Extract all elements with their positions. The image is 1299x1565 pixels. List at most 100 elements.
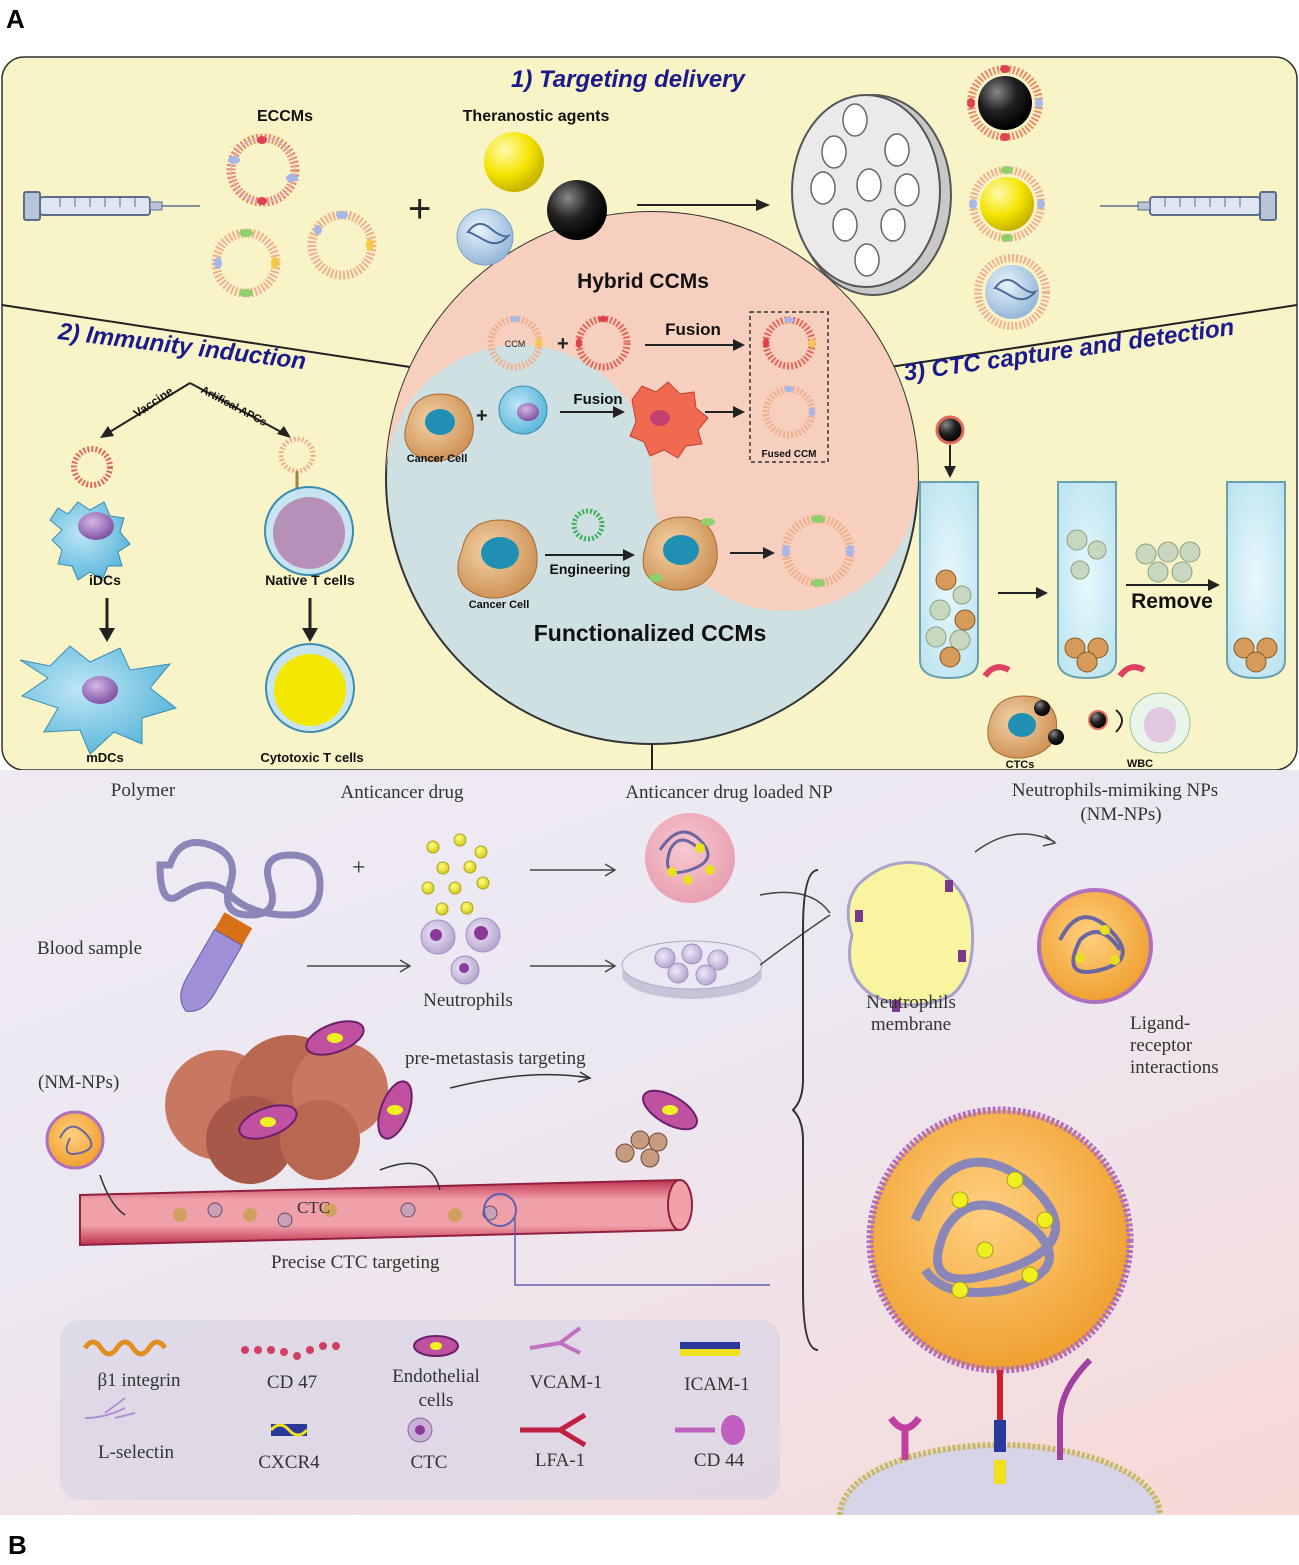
neutrophils-membrane-icon <box>846 861 975 1012</box>
drug-loaded-np-icon <box>645 813 735 903</box>
wbc-icon <box>1129 692 1191 754</box>
removed-wbc-icon <box>1135 541 1201 583</box>
receptor-icons <box>888 1357 1093 1484</box>
test-tube-icon <box>919 481 979 680</box>
cancer-cell-label-2: Cancer Cell <box>469 599 530 611</box>
cancer-cell-icon <box>404 393 474 462</box>
fused-ccm-label: Fused CCM <box>762 449 817 460</box>
polymer-label: Polymer <box>110 780 176 801</box>
ctc-captured-icon <box>987 695 1064 759</box>
coated-polymer-np-icon <box>974 254 1050 330</box>
magnet-icon <box>982 664 1011 678</box>
idcs-label: iDCs <box>89 572 121 588</box>
blood-sample-tube-icon <box>180 912 253 1012</box>
neutrophils-membrane-label-2: membrane <box>870 1014 952 1035</box>
eccm-vesicle-icon <box>226 133 300 207</box>
dendritic-cell-icon <box>498 385 548 435</box>
legend-ctc: CTC <box>410 1452 448 1473</box>
fused-vesicle-icon <box>762 385 816 439</box>
nm-nps-title-1: Neutrophils-mimiking NPs <box>1011 780 1219 801</box>
legend-cd47: CD 47 <box>266 1372 318 1393</box>
functionalized-vesicle-icon <box>781 514 855 588</box>
panel-b-label: B <box>8 1530 27 1560</box>
coated-yellow-np-icon <box>969 166 1045 242</box>
plus-label: + <box>352 855 366 881</box>
fused-ccm-box <box>749 311 829 463</box>
red-vesicle-icon <box>575 315 631 371</box>
mdc-cell-icon <box>19 645 178 755</box>
zoom-brace <box>791 869 819 1351</box>
precise-ctc-label: Precise CTC targeting <box>271 1252 440 1273</box>
svg-text:+: + <box>476 405 488 427</box>
blood-vessel-icon <box>79 1178 693 1247</box>
ligand-label-1: Ligand- <box>1130 1013 1191 1034</box>
legend-box <box>60 1320 780 1500</box>
theranostic-agents-label: Theranostic agents <box>462 108 610 125</box>
large-nm-np-icon <box>866 1106 1134 1430</box>
ligand-label-2: receptor <box>1130 1035 1193 1056</box>
cancer-cell-label-1: Cancer Cell <box>407 453 468 465</box>
zoom-circle <box>483 1193 517 1227</box>
blood-sample-label: Blood sample <box>37 938 143 959</box>
legend-lfa1: LFA-1 <box>534 1450 586 1471</box>
endothelial-cell-icon <box>238 1020 698 1140</box>
targeting-delivery-title: 1) Targeting delivery <box>511 66 745 93</box>
legend-icam1: ICAM-1 <box>684 1374 750 1395</box>
polymer-nanoparticle-icon <box>456 208 514 266</box>
eccms-label: ECCMs <box>256 108 314 125</box>
functionalized-ccms-label: Functionalized CCMs <box>533 620 767 646</box>
yellow-nanoparticle-icon <box>484 132 544 192</box>
legend-icons <box>82 1326 745 1448</box>
panel-a-graphic: + CCM + <box>1 56 1298 770</box>
legend-beta1-integrin: β1 integrin <box>97 1370 181 1391</box>
pre-metastasis-label: pre-metastasis targeting <box>405 1048 586 1069</box>
drug-loaded-np-label: Anticancer drug loaded NP <box>625 782 833 803</box>
legend-cd44: CD 44 <box>693 1450 745 1471</box>
coated-black-np-icon <box>967 65 1043 141</box>
divider-left <box>1 304 411 368</box>
legend-endothelial-cells: Endothelial cells <box>392 1366 480 1411</box>
panel-b-graphic <box>45 813 1163 1515</box>
legend-vcam1: VCAM-1 <box>529 1372 603 1393</box>
legend-l-selectin: L-selectin <box>98 1442 174 1463</box>
magnet-icon <box>1117 664 1146 678</box>
plus-sign: + <box>408 187 431 231</box>
nm-np-icon <box>1037 888 1153 1004</box>
apc-vesicle-icon <box>278 436 316 488</box>
anticancer-drug-icon <box>421 833 490 916</box>
native-t-cell-icon <box>264 486 354 576</box>
engineering-label: Engineering <box>550 561 631 577</box>
neutrophils-label: Neutrophils <box>423 990 513 1011</box>
black-nanoparticle-icon <box>547 180 607 240</box>
engineered-cancer-cell-icon <box>642 516 718 591</box>
eccm-vesicle-icon <box>307 210 377 280</box>
nm-nps-left-label: (NM-NPs) <box>38 1072 120 1093</box>
anticancer-drug-label: Anticancer drug <box>340 782 464 803</box>
panel-a-label: A <box>6 4 25 34</box>
magnetic-np-icon <box>935 415 965 445</box>
fused-vesicle-icon <box>762 316 816 370</box>
remove-label: Remove <box>1131 590 1213 613</box>
engineering-plasmid-icon <box>571 508 605 542</box>
cancer-cell-icon <box>457 519 538 599</box>
ctcs-label: CTCs <box>1006 759 1035 770</box>
legend-cxcr4: CXCR4 <box>258 1452 320 1473</box>
nm-nps-title-2: (NM-NPs) <box>1080 804 1162 825</box>
ccm-vesicle-icon <box>487 315 543 371</box>
eccm-vesicle-icon <box>211 228 281 298</box>
nm-np-small-icon <box>45 1110 105 1170</box>
extruder-membrane-icon <box>791 94 952 296</box>
cytotoxic-t-cell-icon <box>265 643 355 733</box>
divider-right <box>889 304 1298 368</box>
native-t-cells-label: Native T cells <box>265 572 355 588</box>
syringe-left-icon <box>23 191 200 221</box>
ctc-cluster-icon <box>615 1130 668 1168</box>
idc-cell-icon <box>49 501 131 581</box>
neutrophils-membrane-label-1: Neutrophils <box>866 992 956 1013</box>
petri-dish-icon <box>621 940 763 999</box>
fusion-label-1: Fusion <box>665 320 721 339</box>
circulating-np-icon <box>173 1203 462 1222</box>
syringe-right-icon <box>1100 191 1277 221</box>
test-tube-icon <box>1057 481 1117 680</box>
polymer-icon <box>156 839 324 919</box>
